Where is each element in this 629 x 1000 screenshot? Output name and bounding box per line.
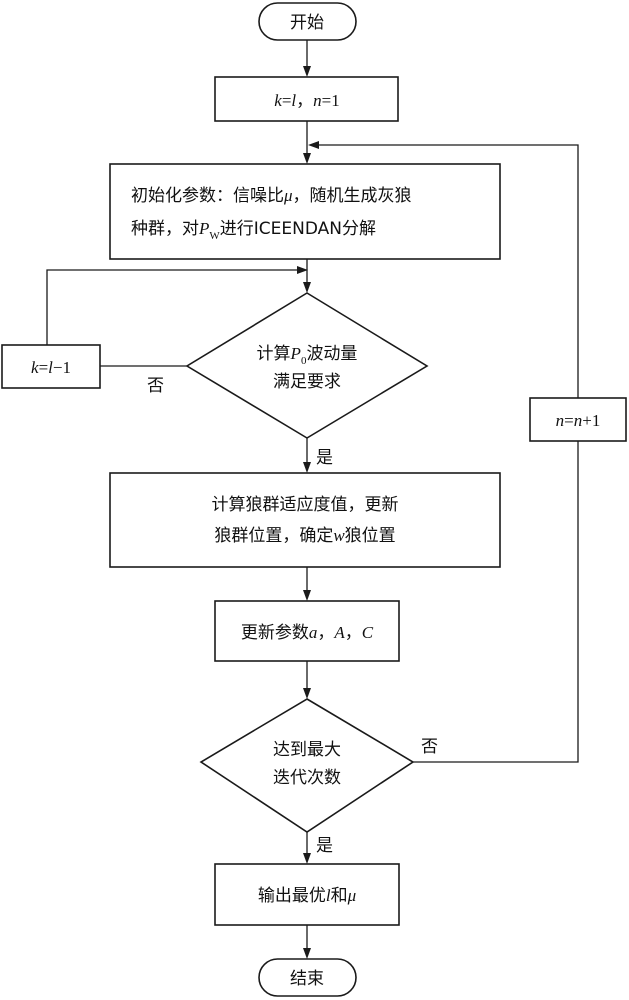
decision2-node: 达到最大 迭代次数 [199, 698, 415, 833]
arrowhead [303, 590, 311, 601]
end-terminal-shape [258, 958, 357, 997]
k-update-label: k=l−1 [31, 358, 71, 377]
end-label: 结束 [290, 969, 324, 989]
decision1-yes-label: 是 [316, 448, 333, 468]
output-node: 输出最优l和μ [214, 863, 400, 926]
var-n: n [313, 91, 322, 110]
start-label: 开始 [290, 13, 324, 33]
subscript-w: W [209, 230, 220, 242]
var-k: k [274, 91, 282, 110]
var-l: l [291, 91, 296, 110]
edge-n-update-loop-back [313, 144, 579, 398]
decision2-line2: 迭代次数 [273, 768, 341, 788]
decision1-line1: 计算P0波动量 [257, 344, 358, 367]
decision2-yes-label: 是 [316, 836, 333, 856]
var-mu: μ [283, 186, 293, 205]
decision1-node: 计算P0波动量 满足要求 [185, 292, 429, 439]
edge-k-update-loop-back [46, 269, 301, 345]
decision1-no-label: 否 [147, 376, 164, 396]
subscript-0: 0 [301, 355, 307, 367]
init-kn-node: k=l，n=1 [214, 76, 399, 122]
fitness-box [109, 472, 501, 568]
output-box [214, 863, 400, 926]
n-update-label: n=n+1 [556, 411, 601, 430]
init-kn-box [214, 76, 399, 122]
arrowhead [303, 948, 311, 959]
update-params-node: 更新参数a，A，C [214, 600, 400, 662]
decision1-line2: 满足要求 [273, 372, 341, 392]
decision2-line1: 达到最大 [273, 740, 341, 760]
init-params-node: 初始化参数：信噪比μ，随机生成灰狼 种群，对PW进行ICEENDAN分解 [109, 163, 501, 260]
decision2-diamond [199, 698, 415, 833]
decision1-diamond [185, 292, 429, 439]
update-params-label: 更新参数a，A，C [241, 623, 374, 643]
var-P: P [290, 344, 301, 363]
init-params-box [109, 163, 501, 260]
arrowhead [308, 141, 319, 149]
fitness-line2: 狼群位置，确定w狼位置 [214, 526, 395, 546]
connectors [46, 40, 579, 952]
arrowhead [303, 153, 311, 164]
fitness-line1: 计算狼群适应度值，更新 [212, 495, 399, 515]
init-params-line2: 种群，对PW进行ICEENDAN分解 [131, 219, 376, 242]
init-kn-label: k=l，n=1 [274, 91, 339, 111]
arrowhead [303, 688, 311, 699]
arrowhead [303, 462, 311, 473]
arrowhead [303, 66, 311, 77]
n-update-node: n=n+1 [529, 397, 627, 442]
init-params-line1: 初始化参数：信噪比μ，随机生成灰狼 [131, 186, 412, 206]
arrowheads [297, 66, 319, 959]
output-label: 输出最优l和μ [258, 886, 356, 906]
start-terminal-shape [258, 2, 357, 41]
k-update-box [1, 344, 101, 389]
arrowhead [297, 266, 308, 274]
k-update-node: k=l−1 [1, 344, 101, 389]
var-w: w [333, 526, 345, 545]
update-params-box [214, 600, 400, 662]
var-P: P [198, 219, 209, 238]
start-node: 开始 [258, 2, 357, 41]
fitness-node: 计算狼群适应度值，更新 狼群位置，确定w狼位置 [109, 472, 501, 568]
end-node: 结束 [258, 958, 357, 997]
edge-decision2-no-to-n-update [413, 441, 579, 763]
arrowhead [303, 853, 311, 864]
decision2-no-label: 否 [421, 737, 438, 757]
n-update-box [529, 397, 627, 442]
arrowhead [303, 282, 311, 293]
